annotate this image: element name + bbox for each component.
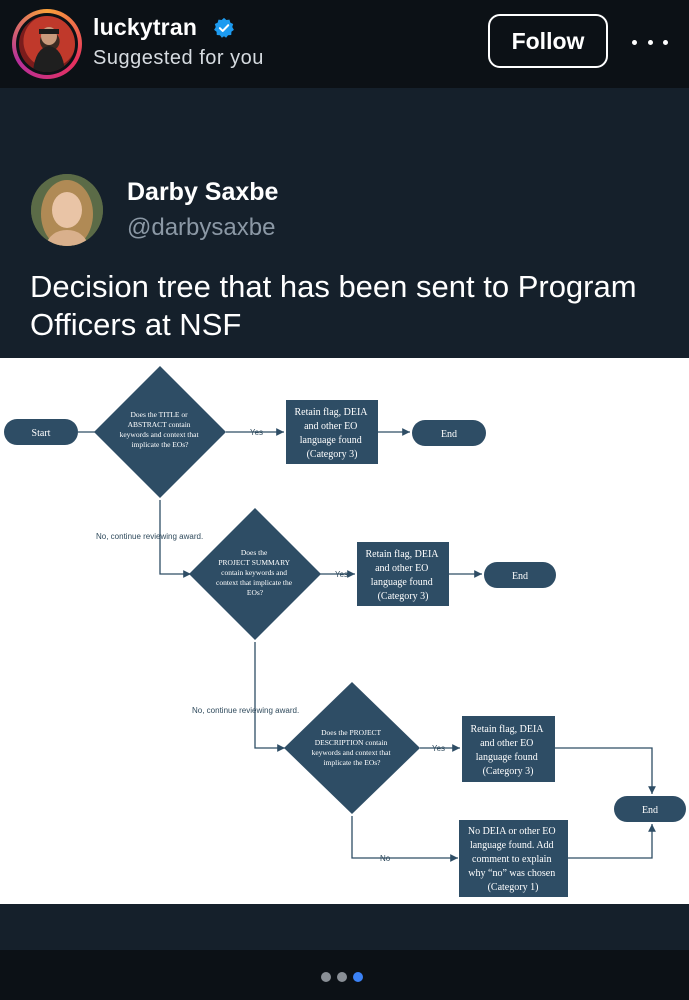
svg-text:Does the PROJECT SUM: Does the PROJECT SUMMARY contain keyword…	[216, 548, 294, 597]
carousel-dot[interactable]	[321, 972, 331, 982]
end-node-1: End	[412, 420, 486, 446]
retain-flag-box-2: Retain flag, DEIA and other EO language …	[357, 542, 449, 606]
flowchart-connectors	[78, 428, 656, 862]
suggested-label: Suggested for you	[93, 47, 264, 69]
carousel-indicator[interactable]	[321, 972, 363, 982]
decision-title-abstract: Does the TITLE or ABSTRACT contain keywo…	[94, 366, 226, 498]
tweet-card: Darby Saxbe @darbysaxbe Decision tree th…	[0, 88, 689, 950]
retain-flag-box-3: Retain flag, DEIA and other EO language …	[462, 716, 555, 782]
username[interactable]: luckytran	[93, 14, 198, 40]
no-label: No	[380, 854, 391, 863]
end-node-2: End	[484, 562, 556, 588]
yes-label: Yes	[250, 428, 263, 437]
svg-text:Retain flag, DEIA an: Retain flag, DEIA and other EO language …	[471, 724, 546, 777]
post-header: luckytran Suggested for you Follow	[0, 0, 689, 88]
tweet-author-avatar	[31, 174, 103, 246]
avatar-photo	[19, 16, 75, 72]
continue-label: No, continue reviewing award.	[192, 706, 299, 715]
svg-text:Does the PROJECT DES: Does the PROJECT DESCRIPTION contain key…	[312, 728, 393, 767]
verified-badge-icon	[214, 17, 234, 38]
more-options-icon[interactable]	[632, 30, 668, 54]
svg-text:Start: Start	[32, 428, 51, 439]
svg-text:No DEIA or other EO: No DEIA or other EO language found. Add …	[468, 826, 558, 893]
svg-text:End: End	[512, 571, 528, 582]
start-node: Start	[4, 419, 78, 445]
end-node-3: End	[614, 796, 686, 822]
carousel-dot-active[interactable]	[353, 972, 363, 982]
tweet-text: Decision tree that has been sent to Prog…	[30, 269, 637, 342]
tweet-author-handle: @darbysaxbe	[127, 214, 276, 241]
svg-text:Does the TITLE or AB: Does the TITLE or ABSTRACT contain keywo…	[120, 410, 201, 449]
yes-label: Yes	[335, 570, 348, 579]
decision-project-description: Does the PROJECT DESCRIPTION contain key…	[284, 682, 420, 814]
flowchart-image: Yes Yes Yes No No, continue reviewing aw…	[0, 358, 689, 904]
retain-flag-box-1: Retain flag, DEIA and other EO language …	[286, 400, 378, 464]
profile-avatar[interactable]	[12, 9, 82, 79]
svg-text:Retain flag, DEIA an: Retain flag, DEIA and other EO language …	[295, 407, 370, 460]
follow-button[interactable]: Follow	[488, 14, 608, 68]
no-deia-box: No DEIA or other EO language found. Add …	[459, 820, 568, 897]
carousel-dot[interactable]	[337, 972, 347, 982]
yes-label: Yes	[432, 744, 445, 753]
continue-label: No, continue reviewing award.	[96, 532, 203, 541]
svg-text:End: End	[441, 429, 457, 440]
tweet-author-name: Darby Saxbe	[127, 178, 279, 206]
svg-text:Retain flag, DEIA an: Retain flag, DEIA and other EO language …	[366, 549, 441, 602]
decision-project-summary: Does the PROJECT SUMMARY contain keyword…	[189, 508, 321, 640]
svg-text:End: End	[642, 805, 658, 816]
